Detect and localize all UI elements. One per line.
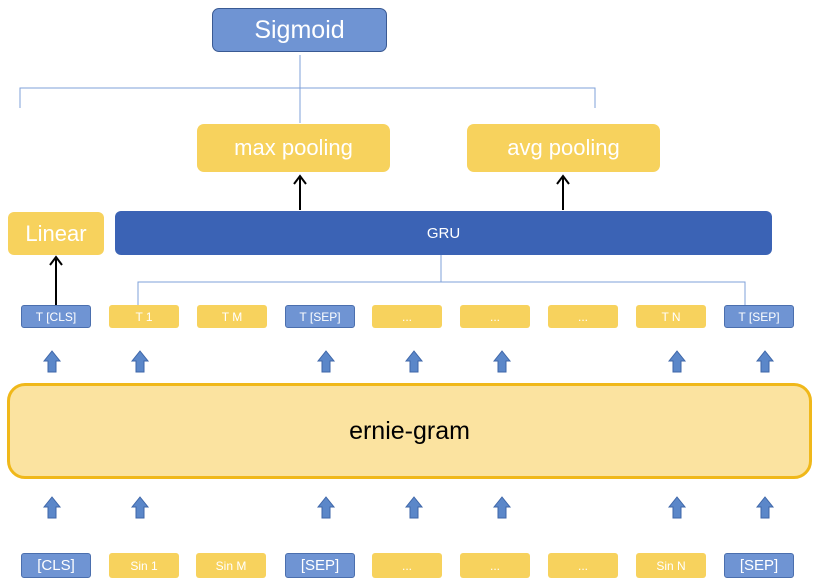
- ernie-gram-encoder: ernie-gram: [7, 383, 812, 479]
- input-token-label: ...: [577, 558, 588, 573]
- up-arrow-icon: [404, 350, 424, 373]
- output-token-label: ...: [489, 309, 500, 324]
- input-token-label: [SEP]: [300, 557, 340, 574]
- output-token-label: ...: [401, 309, 412, 324]
- arrow-gru-to-avg-pooling: [556, 174, 570, 210]
- up-arrow-icon: [130, 496, 150, 519]
- input-token-label: [SEP]: [739, 557, 779, 574]
- arrow-cls-to-linear: [49, 255, 63, 305]
- output-token-ellipsis-1: ...: [372, 305, 442, 328]
- input-token-sep-2: [SEP]: [724, 553, 794, 578]
- output-token-m: T M: [197, 305, 267, 328]
- encoder-label: ernie-gram: [349, 416, 470, 445]
- up-arrow-icon: [755, 496, 775, 519]
- max-pooling-label: max pooling: [234, 135, 353, 160]
- input-token-label: ...: [401, 558, 412, 573]
- sigmoid-label: Sigmoid: [254, 15, 345, 44]
- sigmoid-box: Sigmoid: [212, 8, 387, 52]
- up-arrow-icon: [755, 350, 775, 373]
- input-token-label: Sin 1: [130, 558, 158, 573]
- output-token-label: T [SEP]: [299, 309, 341, 324]
- input-token-label: ...: [489, 558, 500, 573]
- output-token-ellipsis-2: ...: [460, 305, 530, 328]
- input-token-n: Sin N: [636, 553, 706, 578]
- up-arrow-icon: [492, 350, 512, 373]
- input-token-m: Sin M: [196, 553, 266, 578]
- input-token-label: Sin M: [215, 558, 247, 573]
- avg-pooling-box: avg pooling: [467, 124, 660, 172]
- output-token-ellipsis-3: ...: [548, 305, 618, 328]
- gru-label: GRU: [426, 224, 461, 242]
- output-token-label: T 1: [135, 309, 153, 324]
- output-token-label: T [SEP]: [738, 309, 780, 324]
- up-arrow-icon: [42, 350, 62, 373]
- arrow-gru-to-max-pooling: [293, 174, 307, 210]
- input-token-1: Sin 1: [109, 553, 179, 578]
- input-token-ellipsis-2: ...: [460, 553, 530, 578]
- input-token-label: [CLS]: [37, 557, 75, 574]
- output-token-label: ...: [577, 309, 588, 324]
- output-token-n: T N: [636, 305, 706, 328]
- up-arrow-icon: [667, 350, 687, 373]
- gru-box: GRU: [115, 211, 772, 255]
- output-token-label: T N: [661, 309, 681, 324]
- input-token-ellipsis-1: ...: [372, 553, 442, 578]
- input-token-label: Sin N: [656, 558, 686, 573]
- up-arrow-icon: [42, 496, 62, 519]
- output-token-sep-1: T [SEP]: [285, 305, 355, 328]
- avg-pooling-label: avg pooling: [507, 135, 620, 160]
- up-arrow-icon: [492, 496, 512, 519]
- output-token-cls: T [CLS]: [21, 305, 91, 328]
- output-token-sep-2: T [SEP]: [724, 305, 794, 328]
- output-token-label: T M: [221, 309, 243, 324]
- up-arrow-icon: [130, 350, 150, 373]
- up-arrow-icon: [667, 496, 687, 519]
- up-arrow-icon: [404, 496, 424, 519]
- output-token-1: T 1: [109, 305, 179, 328]
- max-pooling-box: max pooling: [197, 124, 390, 172]
- up-arrow-icon: [316, 350, 336, 373]
- output-token-label: T [CLS]: [35, 309, 77, 324]
- linear-label: Linear: [25, 220, 87, 246]
- linear-box: Linear: [8, 212, 104, 255]
- input-token-ellipsis-3: ...: [548, 553, 618, 578]
- up-arrow-icon: [316, 496, 336, 519]
- input-token-cls: [CLS]: [21, 553, 91, 578]
- input-token-sep-1: [SEP]: [285, 553, 355, 578]
